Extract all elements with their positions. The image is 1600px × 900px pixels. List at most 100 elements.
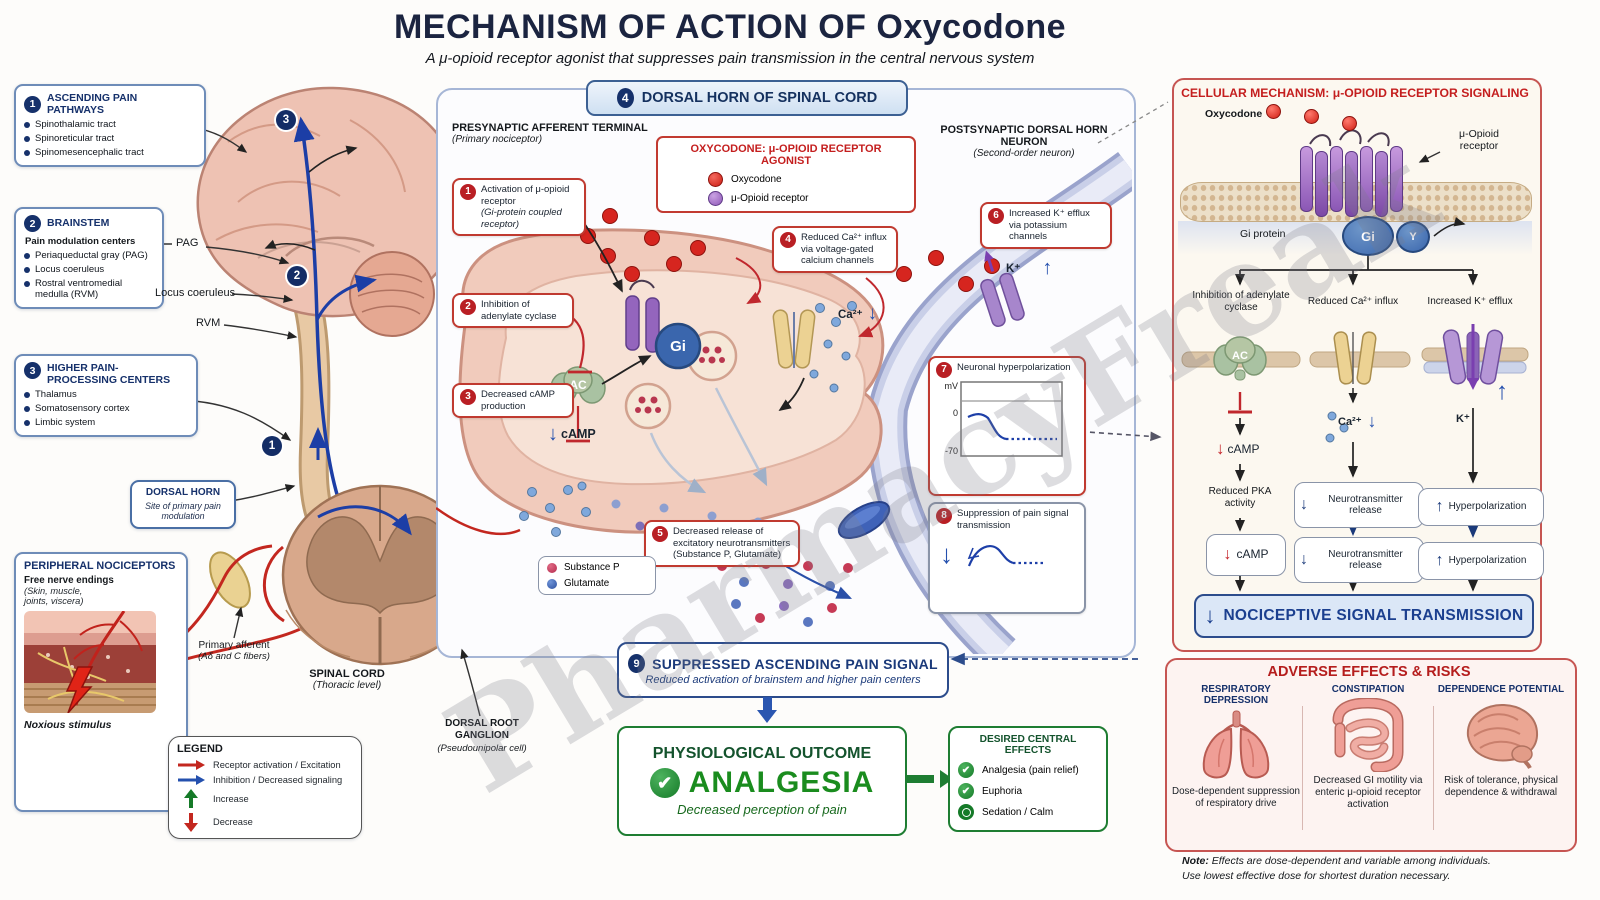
adverse-header: CONSTIPATION — [1331, 684, 1405, 695]
legend-increase-arrow-icon — [184, 789, 198, 808]
gamma-subunit: Y — [1396, 221, 1430, 253]
step-4-box: 4 Reduced Ca²⁺ influx via voltage-gated … — [772, 226, 898, 273]
dorsal-horn-header: 4 DORSAL HORN OF SPINAL CORD — [586, 80, 908, 116]
substance-p-dot-icon — [547, 562, 557, 573]
cellular-col1-label: Inhibition of adenylate cyclase — [1192, 290, 1290, 313]
panel-dorsal-horn: DORSAL HORN Site of primary pain modulat… — [130, 480, 236, 529]
glutamate-dot-icon — [547, 578, 557, 589]
hyperpolarization-box-1: ↑ Hyperpolarization — [1418, 488, 1544, 526]
legend-item: Glutamate — [564, 578, 610, 589]
step-text: Suppression of pain signal transmission — [957, 508, 1069, 531]
calcium-label: Ca²⁺ ↓ — [838, 303, 878, 324]
step-number: 6 — [988, 208, 1004, 224]
graph-tick-0: 0 — [952, 407, 958, 418]
step-text: Inhibition of adenylate cyclase — [481, 299, 557, 322]
calcium-channel-icon — [1333, 331, 1377, 385]
step-3-box: 3 Decreased cAMP production — [452, 383, 574, 419]
pathway-item: Spinothalamic tract — [35, 118, 116, 130]
desired-item: Euphoria — [982, 785, 1023, 797]
adverse-caption: Decreased GI motility via enteric μ-opio… — [1313, 775, 1423, 811]
brainstem-item: Periaqueductal gray (PAG) — [35, 249, 148, 261]
receptor-transmembrane-helices — [1299, 146, 1404, 217]
step-1-box: 1 Activation of μ-opioid receptor (Gi-pr… — [452, 178, 586, 237]
label-spinal-cord: SPINAL CORD (Thoracic level) — [309, 668, 385, 691]
box9-subtitle: Reduced activation of brainstem and high… — [645, 674, 921, 686]
legend-excitation-arrow-icon — [178, 760, 205, 770]
adverse-col-respiratory: RESPIRATORY DEPRESSION Dose-dependent su… — [1172, 684, 1300, 810]
bullet-icon — [24, 281, 30, 288]
panel-title: DORSAL HORN — [145, 487, 221, 498]
step-text: Activation of μ-opioid receptor — [481, 184, 570, 207]
gi-subunit: Gi — [1342, 216, 1394, 256]
check-icon: ✔ — [649, 768, 680, 798]
flow-right-arrow — [906, 770, 953, 788]
panel-subtitle: Pain modulation centers — [25, 236, 136, 247]
step-2-box: 2 Inhibition of adenylate cyclase — [452, 293, 574, 329]
label-oxycodone: Oxycodone — [1205, 108, 1263, 120]
final-label: NOCICEPTIVE SIGNAL TRANSMISSION — [1223, 607, 1524, 624]
bullet-icon — [24, 420, 30, 427]
step-7-box: 7 Neuronal hyperpolarization mV 0 -70 — [928, 356, 1086, 496]
adverse-header: RESPIRATORY DEPRESSION — [1201, 684, 1271, 706]
camp-decrease-label: ↓ cAMP — [1216, 439, 1260, 458]
suppressed-signal-box: 9 SUPPRESSED ASCENDING PAIN SIGNAL Reduc… — [617, 642, 949, 698]
camp-molecules — [519, 481, 591, 537]
step-number: 8 — [936, 508, 952, 524]
adverse-col-dependence: DEPENDENCE POTENTIAL Risk of tolerance, … — [1436, 684, 1566, 799]
oxycodone-legend-box: OXYCODONE: μ-OPIOID RECEPTOR AGONIST Oxy… — [656, 136, 916, 213]
desired-effects-box: DESIRED CENTRAL EFFECTS ✔ Analgesia (pai… — [948, 726, 1108, 832]
lungs-icon — [1202, 710, 1270, 779]
camp-label: ↓ cAMP — [548, 423, 596, 445]
legend-item: Increase — [213, 794, 249, 804]
step-number: 4 — [780, 232, 796, 248]
adverse-title: ADVERSE EFFECTS & RISKS — [1267, 664, 1471, 680]
step-number: 2 — [460, 299, 476, 315]
sedation-target-icon — [958, 804, 974, 820]
bullet-icon — [24, 252, 30, 259]
oxycodone-ball-icon — [1266, 104, 1281, 119]
adverse-divider — [1302, 706, 1303, 830]
panel-number-badge: 1 — [24, 95, 41, 113]
legend-item: Receptor activation / Excitation — [213, 760, 341, 770]
legend-inhibition-arrow-icon — [178, 775, 205, 785]
panel-legend: LEGEND Receptor activation / Excitation … — [168, 736, 362, 839]
adenylate-cyclase-icon: AC — [1213, 336, 1267, 381]
down-arrow-icon: ↓ — [548, 423, 558, 445]
adverse-col-constipation: CONSTIPATION Decreased GI motility via e… — [1304, 684, 1432, 812]
hyperpolarization-box-2: ↑ Hyperpolarization — [1418, 542, 1544, 580]
hyperpolarization-graph — [960, 381, 1063, 457]
graph-tick-70: -70 — [944, 446, 958, 457]
label-mu-opioid-receptor: μ-Opioid receptor — [1459, 128, 1499, 152]
legend-item: Decrease — [213, 817, 253, 827]
step-note: (Substance P, Glutamate) — [673, 549, 782, 561]
synaptic-bouton-icon — [837, 501, 891, 539]
label-locus-coeruleus: Locus coeruleus — [155, 287, 236, 299]
check-icon: ✔ — [958, 783, 974, 799]
camp-box: ↓ cAMP — [1206, 534, 1286, 576]
step-6-box: 6 Increased K⁺ efflux via potassium chan… — [980, 202, 1112, 249]
step-text: Increased K⁺ efflux via potassium channe… — [1009, 208, 1090, 243]
panel-text: Free nerve endings — [24, 575, 114, 587]
label-gi-protein: Gi protein — [1240, 228, 1286, 240]
outcome-subtitle: Decreased perception of pain — [677, 802, 847, 817]
oxycodone-dot-icon — [708, 172, 723, 187]
legend-decrease-arrow-icon — [184, 813, 198, 832]
adverse-header: DEPENDENCE POTENTIAL — [1437, 684, 1565, 695]
pathway-marker-2: 2 — [287, 266, 307, 286]
down-arrow-icon: ↓ — [1367, 411, 1377, 431]
bullet-icon — [24, 406, 30, 413]
down-arrow-icon: ↓ — [1204, 603, 1216, 628]
label-primary-afferent: Primary afferent (Aδ and C fibers) — [198, 640, 270, 662]
label-postsynaptic-neuron: POSTSYNAPTIC DORSAL HORN NEURON (Second-… — [940, 124, 1108, 159]
panel-higher-centers: 3 HIGHER PAIN-PROCESSING CENTERS Thalamu… — [14, 354, 198, 438]
higher-item: Limbic system — [35, 417, 96, 429]
bullet-icon — [24, 136, 30, 143]
bullet-icon — [24, 150, 30, 157]
step-text: Decreased release of excitatory neurotra… — [673, 526, 791, 549]
lightning-bolt-icon — [65, 666, 94, 714]
step-number: 1 — [460, 184, 476, 200]
oxycodone-ball-icon — [1304, 109, 1319, 124]
cellular-col3-label: Increased K⁺ efflux — [1427, 296, 1513, 307]
bullet-icon — [24, 266, 30, 273]
